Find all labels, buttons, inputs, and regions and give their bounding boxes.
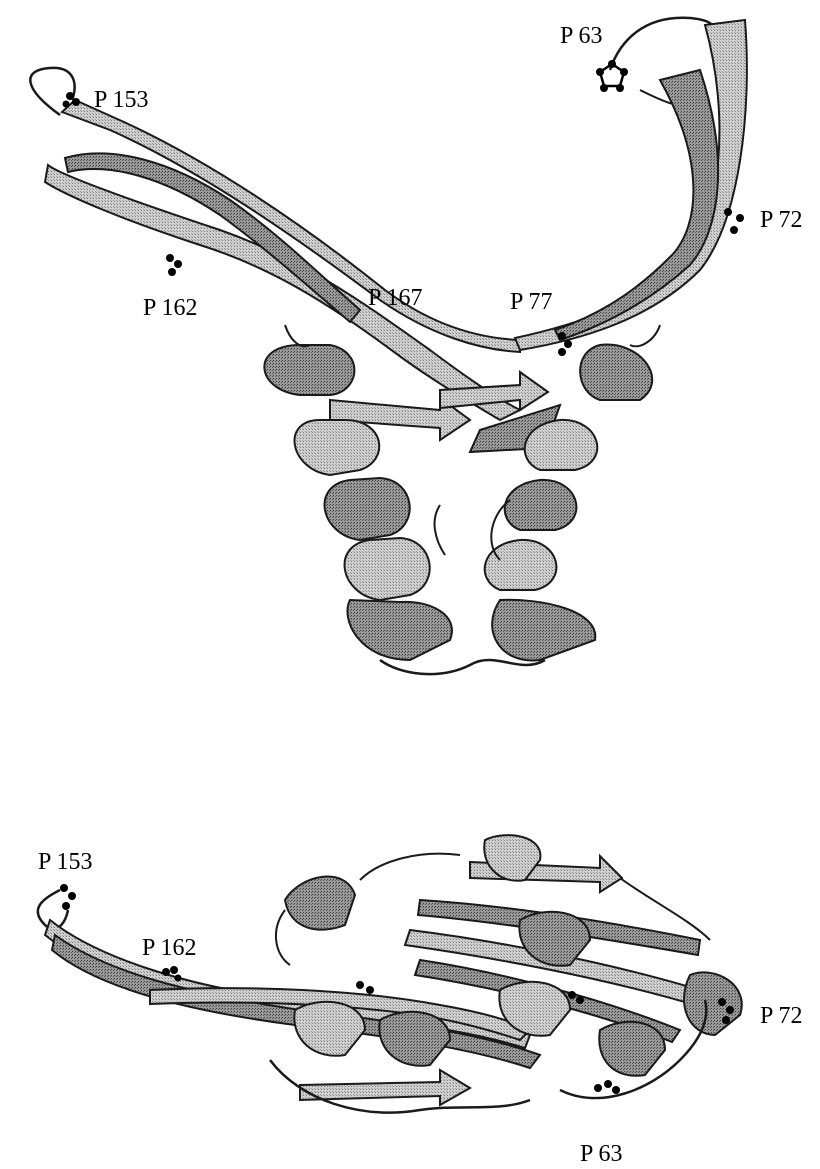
label-p162-top: P 162	[143, 296, 197, 320]
top-helix-left	[264, 345, 452, 660]
label-p153-bottom: P 153	[38, 850, 92, 874]
label-p72-top: P 72	[760, 208, 802, 232]
marker-p72-top	[724, 208, 744, 234]
bottom-structure	[38, 835, 742, 1112]
label-p77-top: P 77	[510, 290, 552, 314]
marker-p63-top	[596, 60, 628, 92]
top-structure	[30, 18, 747, 674]
top-strand-left-1	[62, 100, 520, 352]
label-p167-top: P 167	[368, 286, 422, 310]
top-loop-p63	[610, 18, 713, 70]
top-strand-right-2	[555, 70, 718, 340]
label-p153-top: P 153	[94, 88, 148, 112]
label-p63-top: P 63	[560, 24, 602, 48]
bottom-coil-3	[360, 854, 460, 880]
label-p162-bottom: P 162	[142, 936, 196, 960]
bottom-coil-5	[276, 910, 290, 965]
top-coil-right	[630, 325, 660, 346]
marker-p63-bottom	[594, 1080, 620, 1094]
marker-p162-top	[166, 254, 182, 276]
top-coil-left	[285, 325, 310, 346]
top-coil-bottom	[380, 660, 545, 674]
top-coil-mid-left	[435, 505, 445, 555]
label-p72-bottom: P 72	[760, 1004, 802, 1028]
label-p63-bottom: P 63	[580, 1142, 622, 1166]
marker-p153-bottom	[60, 884, 76, 910]
